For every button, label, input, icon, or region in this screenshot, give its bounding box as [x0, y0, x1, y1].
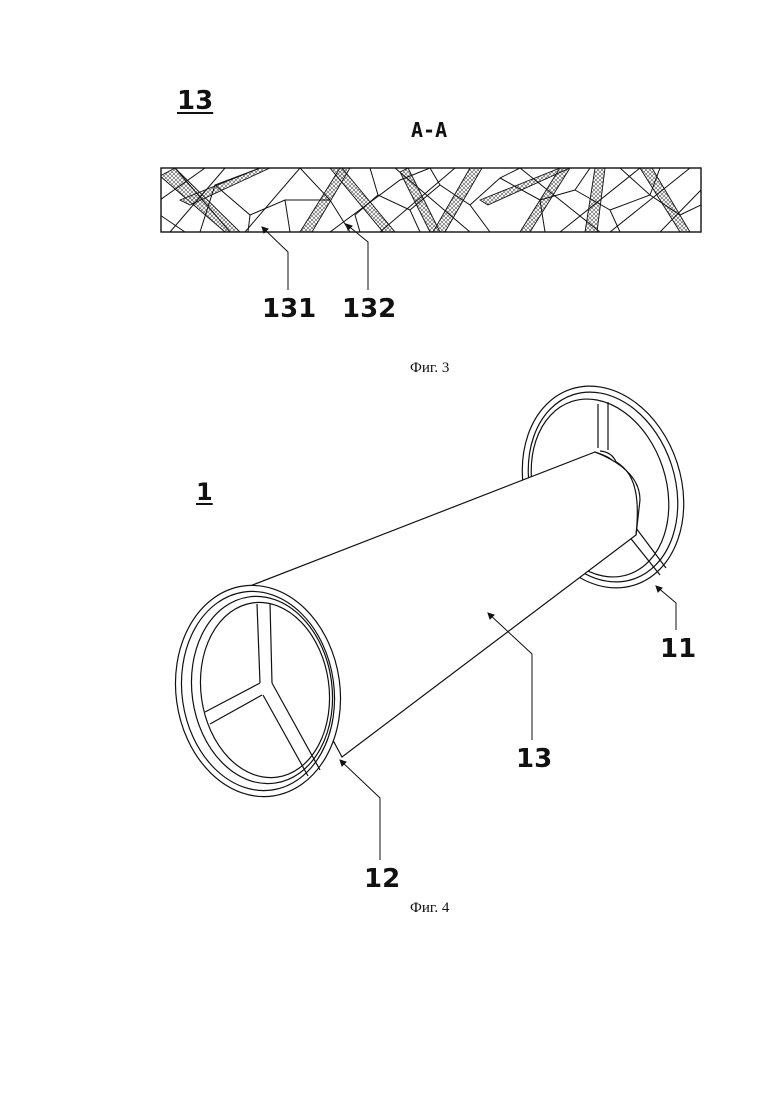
nozzle-assembly: [162, 365, 709, 807]
fig3-caption: Фиг. 3: [410, 360, 449, 377]
fig3-leaders: [262, 224, 368, 290]
hatched-fibers: [160, 168, 690, 232]
callout-131: 131: [262, 296, 316, 322]
callout-12: 12: [364, 866, 400, 892]
section-label: А-А: [411, 120, 447, 140]
callout-11: 11: [660, 636, 696, 662]
fiber-section: [160, 168, 701, 232]
fig4-ref-label: 1: [196, 480, 213, 504]
callout-132: 132: [342, 296, 396, 322]
fig4-caption: Фиг. 4: [410, 900, 449, 917]
callout-13: 13: [516, 746, 552, 772]
fig3-ref-label: 13: [177, 88, 213, 114]
